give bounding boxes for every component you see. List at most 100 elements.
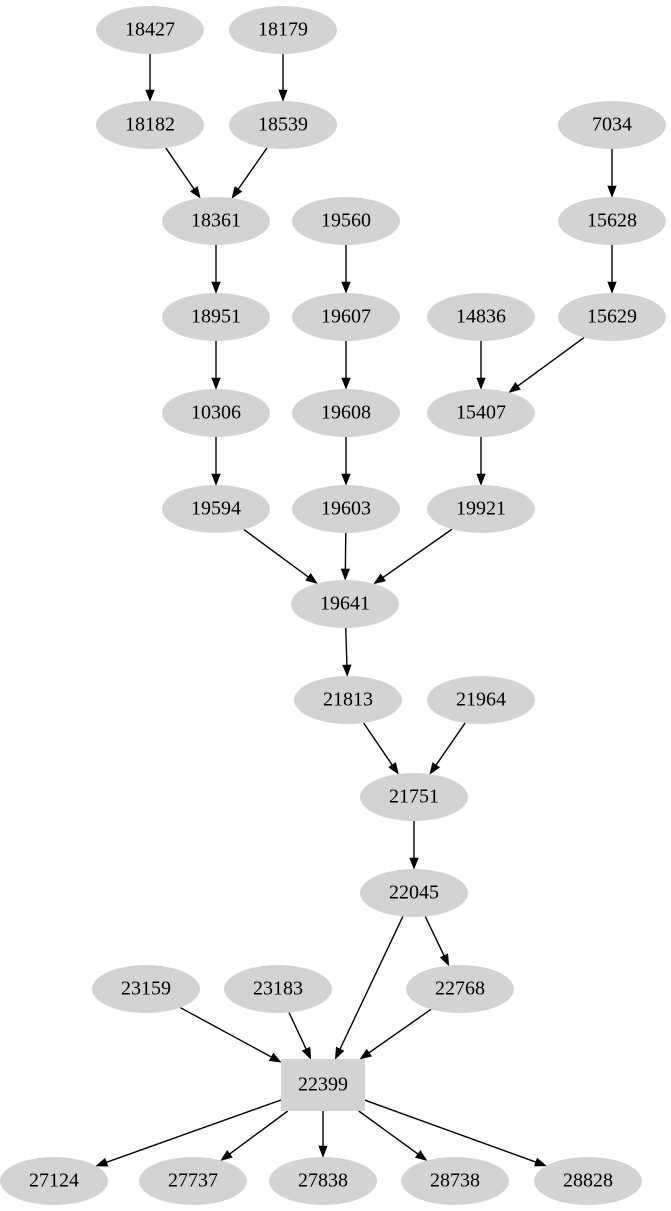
arrowhead-icon [211, 281, 221, 294]
graph-node[interactable]: 27737 [139, 1157, 247, 1205]
graph-node[interactable]: 19608 [292, 389, 400, 437]
graph-node[interactable]: 21813 [294, 676, 402, 724]
arrowhead-icon [318, 1145, 328, 1158]
edge-line [358, 1110, 419, 1155]
node-ellipse-shape[interactable] [294, 676, 402, 724]
node-ellipse-shape[interactable] [427, 389, 535, 437]
node-ellipse-shape[interactable] [0, 1157, 108, 1205]
graph-edge [341, 341, 351, 390]
graph-edge [476, 437, 486, 486]
node-ellipse-shape[interactable] [162, 197, 270, 245]
graph-node[interactable]: 7034 [558, 101, 666, 149]
arrowhead-icon [607, 281, 617, 294]
node-ellipse-shape[interactable] [96, 101, 204, 149]
node-ellipse-shape[interactable] [558, 197, 666, 245]
arrowhead-icon [211, 473, 221, 486]
node-ellipse-shape[interactable] [92, 965, 200, 1013]
node-ellipse-shape[interactable] [224, 965, 332, 1013]
node-ellipse-shape[interactable] [406, 965, 514, 1013]
node-ellipse-shape[interactable] [427, 293, 535, 341]
edge-line [435, 722, 466, 766]
node-ellipse-shape[interactable] [162, 389, 270, 437]
arrowhead-icon [95, 1157, 109, 1167]
graph-edge [211, 437, 221, 486]
node-box-shape[interactable] [281, 1059, 365, 1111]
arrowhead-icon [231, 186, 243, 199]
graph-node[interactable]: 21964 [427, 676, 535, 724]
graph-node[interactable]: 18427 [96, 6, 204, 54]
arrowhead-icon [220, 1149, 233, 1161]
node-ellipse-shape[interactable] [139, 1157, 247, 1205]
graph-node[interactable]: 23183 [224, 965, 332, 1013]
node-ellipse-shape[interactable] [558, 101, 666, 149]
node-ellipse-shape[interactable] [360, 773, 468, 821]
node-ellipse-shape[interactable] [427, 676, 535, 724]
node-ellipse-shape[interactable] [558, 293, 666, 341]
graph-edge [364, 1099, 547, 1167]
graph-node[interactable]: 19560 [292, 197, 400, 245]
graph-node[interactable]: 15628 [558, 197, 666, 245]
edge-line [179, 1006, 272, 1058]
graph-edge [145, 54, 155, 102]
node-ellipse-shape[interactable] [401, 1157, 509, 1205]
graph-node[interactable]: 18951 [162, 293, 270, 341]
arrowhead-icon [508, 382, 521, 393]
graph-node[interactable]: 15629 [558, 293, 666, 341]
edge-line [382, 528, 453, 579]
graph-node[interactable]: 18182 [96, 101, 204, 149]
graph-edge [211, 245, 221, 294]
graph-node[interactable]: 19921 [427, 485, 535, 533]
graph-edge [409, 821, 419, 870]
graph-node[interactable]: 19594 [162, 485, 270, 533]
graph-edge [373, 528, 453, 585]
node-ellipse-shape[interactable] [360, 869, 468, 917]
edge-line [229, 1110, 289, 1155]
graph-edge [231, 147, 268, 199]
node-ellipse-shape[interactable] [162, 485, 270, 533]
graph-node[interactable]: 28828 [534, 1157, 642, 1205]
graph-node[interactable]: 22768 [406, 965, 514, 1013]
graph-node[interactable]: 15407 [427, 389, 535, 437]
graph-node[interactable]: 28738 [401, 1157, 509, 1205]
graph-node[interactable]: 21751 [360, 773, 468, 821]
edge-line [243, 528, 309, 578]
edge-line [345, 627, 348, 666]
node-ellipse-shape[interactable] [229, 6, 337, 54]
graph-node[interactable]: 22399 [281, 1059, 365, 1111]
graph-node[interactable]: 23159 [92, 965, 200, 1013]
node-ellipse-shape[interactable] [162, 293, 270, 341]
arrowhead-icon [268, 1052, 282, 1063]
arrowhead-icon [190, 186, 201, 199]
node-ellipse-shape[interactable] [269, 1157, 377, 1205]
graph-node[interactable]: 18361 [162, 197, 270, 245]
node-ellipse-shape[interactable] [96, 6, 204, 54]
graph-edge [508, 336, 585, 393]
graph-node[interactable]: 19607 [292, 293, 400, 341]
edge-line [165, 147, 195, 190]
node-ellipse-shape[interactable] [291, 580, 399, 628]
graph-node[interactable]: 18539 [229, 101, 337, 149]
graph-node[interactable]: 27124 [0, 1157, 108, 1205]
arrowhead-icon [359, 1048, 373, 1060]
graph-edge [243, 528, 318, 584]
graph-node[interactable]: 27838 [269, 1157, 377, 1205]
node-ellipse-shape[interactable] [229, 101, 337, 149]
graph-node[interactable]: 14836 [427, 293, 535, 341]
node-ellipse-shape[interactable] [292, 293, 400, 341]
node-ellipse-shape[interactable] [534, 1157, 642, 1205]
edge-line [368, 1008, 432, 1054]
graph-node[interactable]: 18179 [229, 6, 337, 54]
graph-node[interactable]: 22045 [360, 869, 468, 917]
graph-node[interactable]: 19641 [291, 580, 399, 628]
graph-node[interactable]: 10306 [162, 389, 270, 437]
arrowhead-icon [341, 473, 351, 486]
node-ellipse-shape[interactable] [292, 389, 400, 437]
graph-edge [429, 722, 466, 775]
graph-edge [341, 245, 351, 294]
graph-node[interactable]: 19603 [292, 485, 400, 533]
node-ellipse-shape[interactable] [292, 485, 400, 533]
graph-edge [318, 1111, 328, 1158]
node-ellipse-shape[interactable] [427, 485, 535, 533]
node-ellipse-shape[interactable] [292, 197, 400, 245]
